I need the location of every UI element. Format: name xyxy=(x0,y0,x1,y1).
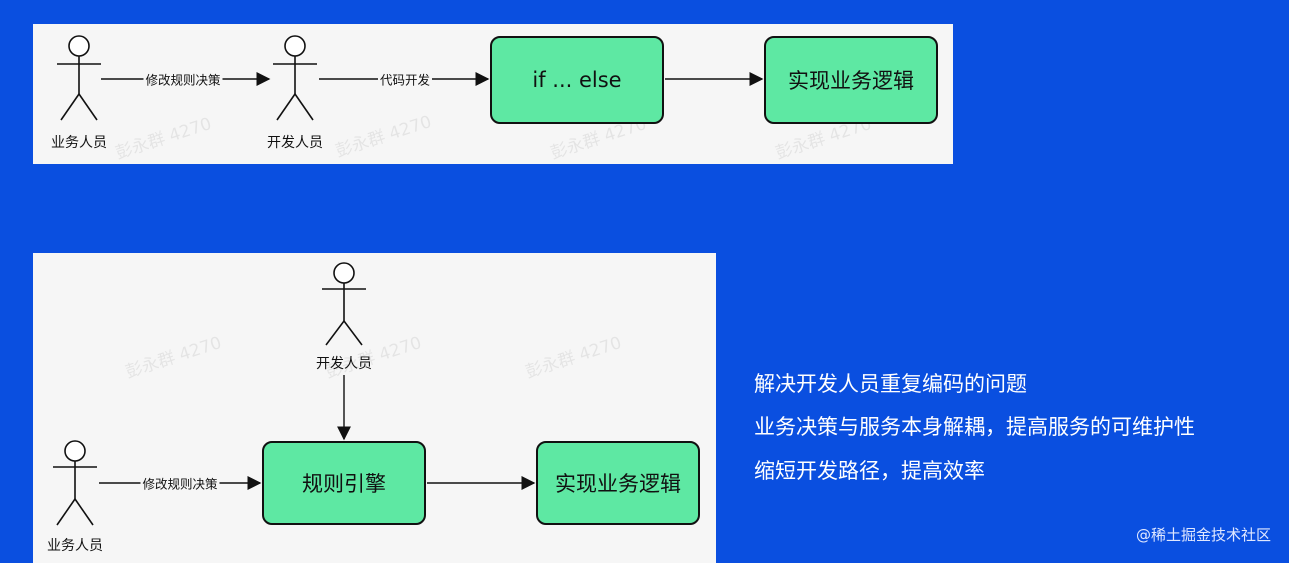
benefit-text-3: 缩短开发路径，提高效率 xyxy=(754,459,985,483)
node-if-else: if ... else xyxy=(490,36,664,124)
actor-business-figure xyxy=(57,35,101,121)
actor-developer-label: 开发人员 xyxy=(267,135,323,151)
actor-business-label: 业务人员 xyxy=(47,538,103,554)
top-diagram-connectors xyxy=(57,35,764,121)
actor-developer-figure xyxy=(273,35,317,121)
bottom-diagram-connectors xyxy=(53,262,536,526)
node-business-logic: 实现业务逻辑 xyxy=(536,441,700,525)
node-rule-engine-label: 规则引擎 xyxy=(302,472,386,496)
edge-label-modify-rules: 修改规则决策 xyxy=(140,473,220,493)
site-watermark: @稀土掘金技术社区 xyxy=(1135,526,1271,544)
edge-label-code-dev: 代码开发 xyxy=(377,69,433,89)
edge-label-modify-rules: 修改规则决策 xyxy=(143,69,223,89)
benefit-text-1: 解决开发人员重复编码的问题 xyxy=(754,372,1027,396)
actor-developer-figure xyxy=(322,262,366,346)
node-if-else-label: if ... else xyxy=(532,68,622,92)
node-business-logic-label: 实现业务逻辑 xyxy=(788,69,914,93)
benefit-text-2: 业务决策与服务本身解耦，提高服务的可维护性 xyxy=(754,415,1195,439)
top-diagram-panel: 彭永群 4270 彭永群 4270 彭永群 4270 彭永群 4270 修改规则… xyxy=(33,24,953,164)
actor-business-figure xyxy=(53,440,97,526)
bottom-diagram-panel: 彭永群 4270 彭永群 4270 彭永群 4270 开发人员 修改规则决策 规… xyxy=(33,253,716,563)
node-business-logic-label: 实现业务逻辑 xyxy=(555,472,681,496)
node-business-logic: 实现业务逻辑 xyxy=(764,36,938,124)
actor-business-label: 业务人员 xyxy=(51,135,107,151)
node-rule-engine: 规则引擎 xyxy=(262,441,426,525)
actor-developer-label: 开发人员 xyxy=(316,356,372,372)
